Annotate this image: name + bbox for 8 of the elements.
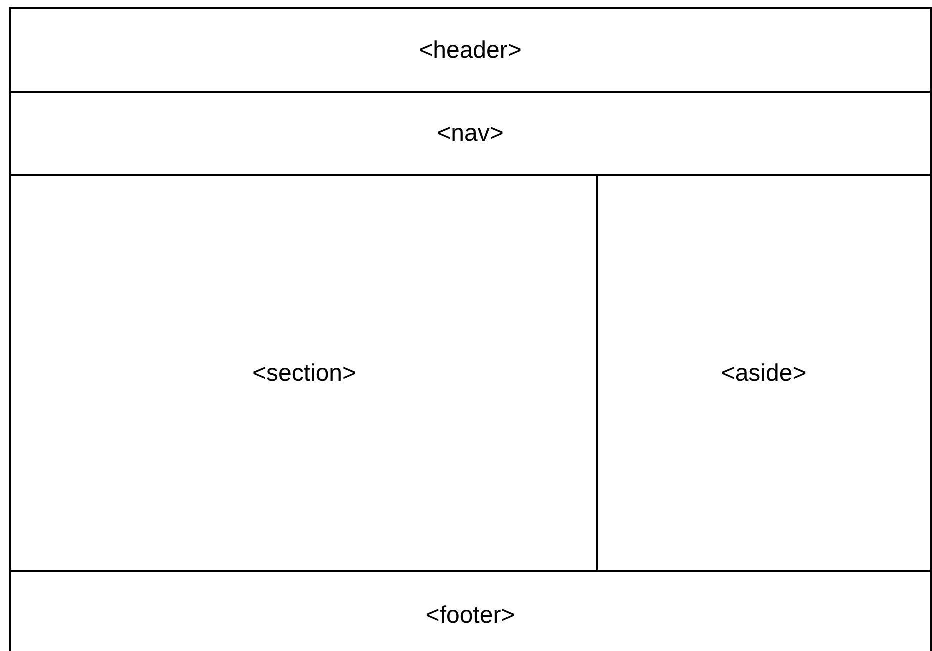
element-label: <aside> [721,360,807,388]
header-box [9,7,932,94]
element-label: <header> [419,36,522,64]
element-label: <footer> [426,602,516,630]
footer-box [9,570,932,651]
element-label: <nav> [437,120,504,148]
nav-box [9,91,932,177]
element-label: <section> [252,360,357,388]
